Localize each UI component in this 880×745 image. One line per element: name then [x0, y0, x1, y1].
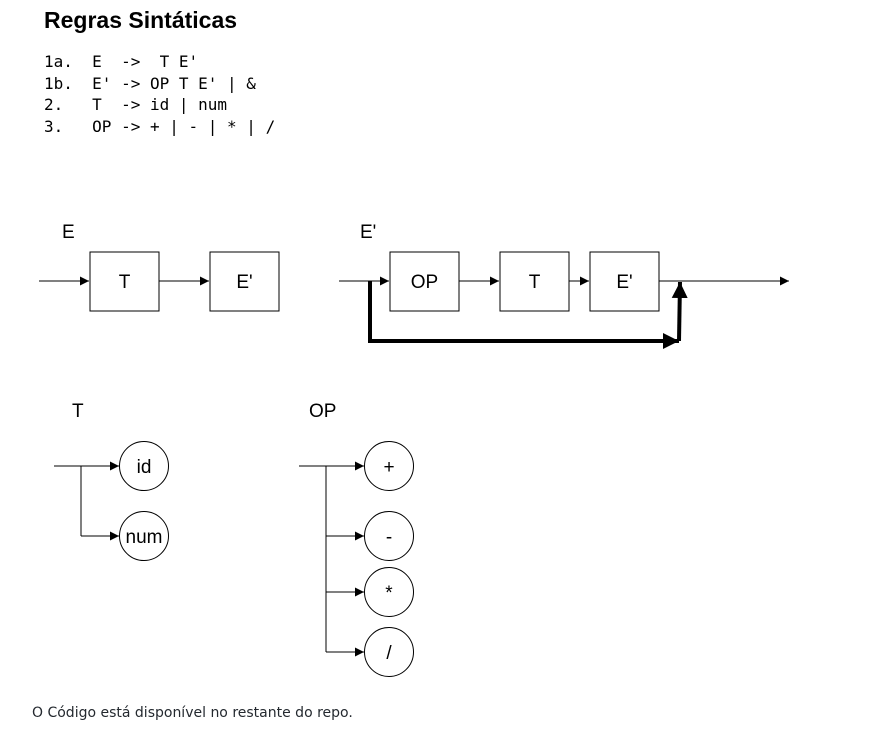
terminal-label: /	[386, 643, 392, 664]
footer-note: O Código está disponível no restante do …	[32, 705, 353, 721]
box-label: T	[119, 272, 131, 293]
rule-3: 3. OP -> + | - | * | /	[44, 116, 275, 138]
terminal-label: id	[137, 457, 152, 478]
rule-number: 2.	[44, 95, 64, 114]
loop-arrow	[671, 281, 688, 342]
terminal-times	[364, 567, 414, 617]
rule-rhs: -> T E'	[121, 52, 199, 71]
rule-rhs: -> id | num	[121, 95, 228, 114]
box-label: E'	[616, 272, 632, 293]
box-label: OP	[411, 272, 438, 293]
rule-lhs: OP	[92, 116, 112, 136]
rule-1b: 1b. E' -> OP T E' | &	[44, 73, 275, 95]
diagram-e: E T E'	[39, 222, 280, 312]
diagram-e-prime: E' OP T E'	[339, 222, 789, 349]
rule-rhs: -> + | - | * | /	[121, 116, 276, 136]
terminal-num	[119, 511, 169, 561]
rule-lhs: E'	[92, 73, 112, 93]
box-t	[89, 251, 160, 312]
diagram-t: T id num	[54, 401, 169, 561]
diagram-title-t: T	[72, 401, 84, 422]
terminal-label: +	[383, 457, 394, 478]
box-label: E'	[236, 272, 252, 293]
rule-1a: 1a. E -> T E'	[44, 51, 275, 73]
rule-lhs: E	[92, 52, 102, 71]
box-op	[389, 251, 460, 312]
rule-number: 3.	[44, 116, 64, 136]
terminal-id	[119, 441, 169, 491]
terminal-minus	[364, 511, 414, 561]
rule-number: 1a.	[44, 52, 73, 71]
terminal-label: num	[126, 527, 163, 548]
rule-2: 2. T -> id | num	[44, 94, 275, 116]
box-e-prime	[209, 251, 280, 312]
diagram-title-op: OP	[309, 401, 336, 422]
box-label: T	[529, 272, 541, 293]
terminal-label: -	[386, 527, 392, 548]
diagram-title-e-prime: E'	[360, 222, 376, 243]
rule-lhs: T	[92, 95, 102, 114]
terminal-label: *	[385, 583, 393, 604]
diagram-title-e: E	[62, 222, 75, 243]
rule-number: 1b.	[44, 73, 73, 93]
box-t	[499, 251, 570, 312]
diagram-op: OP + - * /	[299, 401, 414, 677]
terminal-plus	[364, 441, 414, 491]
box-e-prime	[589, 251, 660, 312]
rule-rhs: -> OP T E' | &	[121, 73, 256, 93]
bypass-arrow	[368, 281, 679, 349]
terminal-divide	[364, 627, 414, 677]
page-title: Regras Sintáticas	[44, 7, 238, 33]
grammar-rules: 1a. E -> T E'1b. E' -> OP T E' | &2. T -…	[44, 51, 275, 137]
